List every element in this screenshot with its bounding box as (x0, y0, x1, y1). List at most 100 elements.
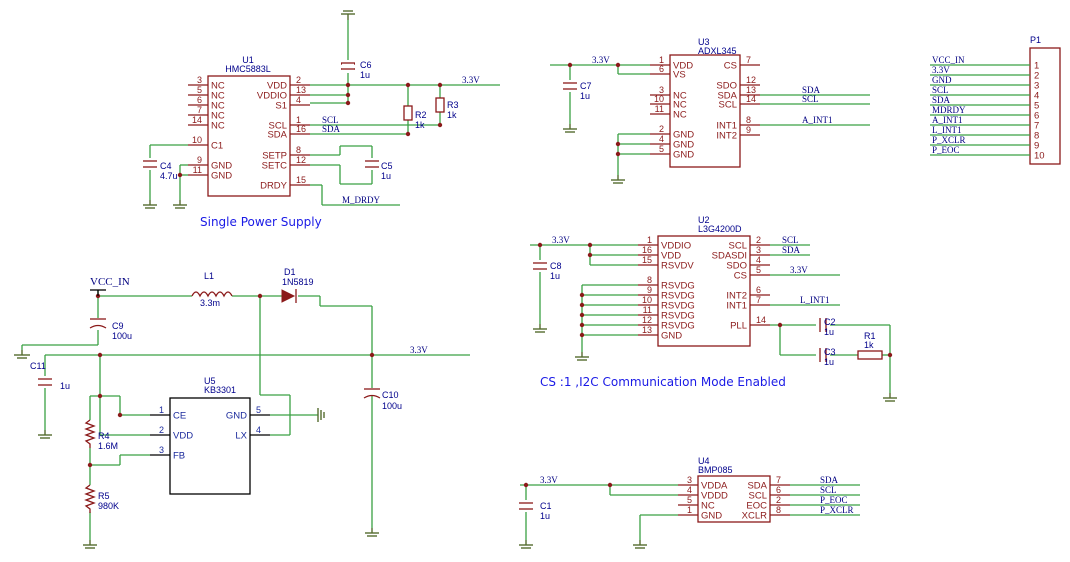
pin-name: GND (701, 511, 722, 522)
pin-name: VS (673, 70, 686, 81)
capacitor-c4[interactable]: C4 4.7u (142, 158, 178, 181)
pin-number: 7 (776, 475, 781, 485)
pin-name: SCL (729, 241, 747, 252)
capacitor-c6-plates (341, 62, 355, 70)
c6-ref: C6 (360, 60, 372, 70)
u2-ref: U2 (698, 215, 710, 225)
p1-pin-number: 10 (1034, 151, 1045, 162)
p1-net-label: P_XCLR (932, 135, 966, 145)
capacitor-c3[interactable]: C3 1u (816, 347, 836, 367)
pin-number: 7 (746, 55, 751, 65)
resistor-r2[interactable]: R2 1k (403, 105, 427, 130)
pin-name: VDD (661, 251, 681, 262)
pin-number: 5 (756, 265, 761, 275)
l1-value: 3.3m (200, 298, 220, 308)
capacitor-c11[interactable]: C11 1u (30, 361, 70, 391)
c8-ref: C8 (550, 261, 562, 271)
p1-pin-number: 6 (1034, 111, 1039, 122)
c10-value: 100u (382, 401, 402, 411)
ground-symbol (563, 124, 577, 133)
pin-number: 3 (197, 75, 202, 85)
capacitor-c5[interactable]: C5 1u (364, 158, 393, 181)
pin-name: INT2 (716, 131, 737, 142)
net-label: 3.3V (410, 345, 428, 355)
capacitor-c8[interactable]: C8 1u (532, 260, 562, 281)
c2-ref: C2 (824, 317, 836, 327)
pin-number: 7 (197, 105, 202, 115)
net-label: 3.3V (552, 235, 570, 245)
diode-d1[interactable]: D1 1N5819 (281, 267, 314, 303)
pin-name: FB (173, 451, 185, 462)
net-label: SDA (802, 85, 821, 95)
u3-adxl345[interactable]: U3 ADXL345 1VDD6VS3NC10NC11NC2GND4GND5GN… (650, 37, 760, 168)
pin-name: C1 (211, 141, 223, 152)
capacitor-c7[interactable]: C7 1u (562, 80, 592, 101)
r5-value: 980K (98, 501, 119, 511)
pin-number: 6 (776, 485, 781, 495)
pin-number: 11 (193, 165, 202, 175)
pin-name: SCL (749, 491, 767, 502)
l1-ref: L1 (204, 271, 214, 281)
pin-name: DRDY (260, 181, 288, 192)
pin-number: 8 (746, 115, 751, 125)
pin-number: 1 (296, 115, 301, 125)
ground-symbol (575, 352, 589, 361)
pin-name: GND (673, 140, 694, 151)
pin-number: 5 (687, 495, 692, 505)
pin-name: SETP (262, 151, 287, 162)
pin-number: 14 (192, 115, 202, 125)
net-label: SCL (322, 115, 339, 125)
pin-number: 5 (256, 405, 261, 415)
pin-number: 11 (655, 104, 664, 114)
c5-ref: C5 (381, 161, 393, 171)
c11-value: 1u (60, 381, 70, 391)
r4-value: 1.6M (98, 441, 118, 451)
resistor-r3[interactable]: R3 1k (435, 97, 459, 120)
u2-l3g4200d[interactable]: U2 L3G4200D 1VDDIO16VDD15RSVDV8RSVDG9RSV… (638, 215, 770, 347)
capacitor-c9[interactable]: C9 100u (89, 318, 132, 341)
pin-number: 15 (296, 175, 306, 185)
r1-ref: R1 (864, 331, 876, 341)
pin-number: 2 (296, 75, 301, 85)
connector-p1[interactable]: P1 1VCC_IN23.3V3GND4SCL5SDA6MDRDY7A_INT1… (930, 35, 1061, 165)
pin-number: 12 (296, 155, 306, 165)
pin-name: CS (724, 61, 737, 72)
d1-value: 1N5819 (282, 277, 314, 287)
c7-ref: C7 (580, 81, 592, 91)
p1-pin-number: 1 (1034, 61, 1039, 72)
ground-symbol (14, 350, 30, 359)
capacitor-c2[interactable]: C2 1u (816, 317, 836, 337)
pin-number: 10 (654, 94, 664, 104)
net-label: P_XCLR (820, 505, 854, 515)
capacitor-c1[interactable]: C1 1u (518, 500, 552, 521)
pin-number: 6 (756, 285, 761, 295)
d1-ref: D1 (284, 267, 296, 277)
pin-number: 13 (296, 85, 306, 95)
ground-symbol (533, 324, 547, 333)
pin-name: EOC (746, 501, 767, 512)
pin-name: S1 (275, 101, 287, 112)
p1-net-label: L_INT1 (932, 125, 962, 135)
pin-name: SDA (717, 91, 737, 102)
u1-wiring: 3.3V SCL SDA M_DRDY (149, 20, 500, 206)
pin-name: XCLR (742, 511, 767, 522)
inductor-l1[interactable]: L1 3.3m (191, 271, 233, 308)
c3-value: 1u (824, 357, 834, 367)
resistor-r4[interactable]: R4 1.6M (84, 419, 118, 451)
capacitor-c10[interactable]: C10 100u (363, 388, 402, 411)
net-label: P_EOC (820, 495, 848, 505)
resistor-r5[interactable]: R5 980K (84, 484, 119, 513)
pin-number: 14 (756, 315, 766, 325)
c4-ref: C4 (160, 161, 172, 171)
pin-number: 16 (642, 245, 652, 255)
pin-name: RSVDG (661, 311, 695, 322)
pin-name: SETC (262, 161, 287, 172)
resistor-r1[interactable]: R1 1k (857, 331, 883, 360)
r2-ref: R2 (415, 110, 427, 120)
u1-hmc5883l[interactable]: U1 HMC5883L 3NC5NC6NC7NC14NC10C19GND11GN… (188, 55, 310, 197)
ground-symbol (883, 393, 897, 402)
u3-ref: U3 (698, 37, 710, 47)
